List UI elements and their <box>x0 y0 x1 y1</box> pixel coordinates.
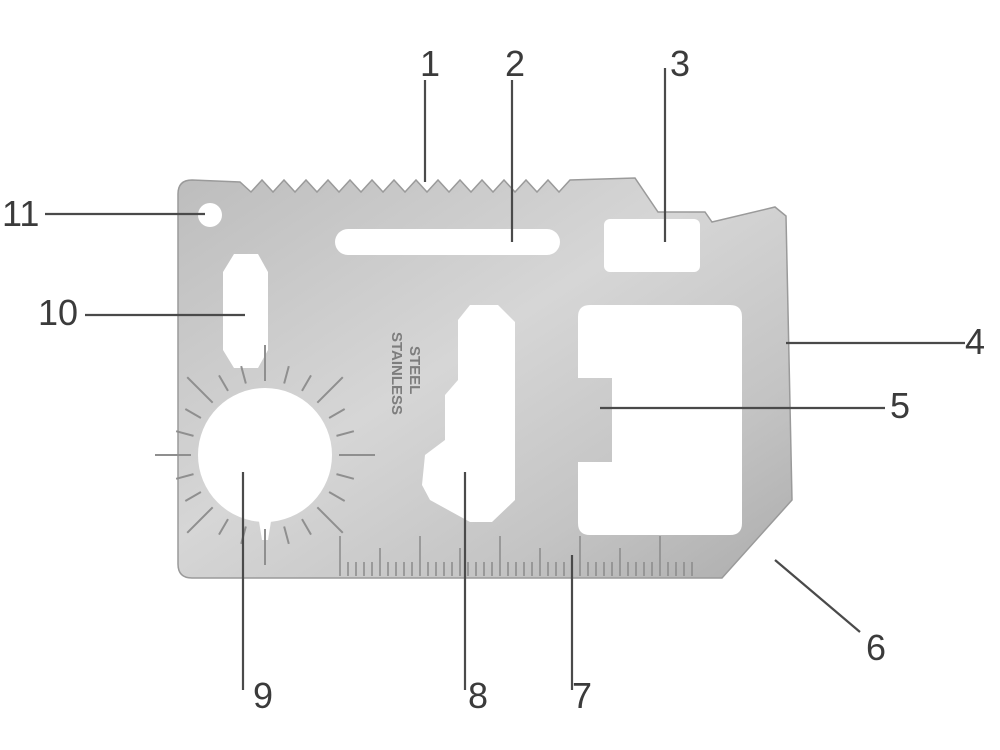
sunburst-tick <box>184 491 202 502</box>
sunburst-tick <box>301 374 312 392</box>
sunburst-tick <box>186 506 214 534</box>
sunburst-tick <box>328 408 346 419</box>
sunburst-tick <box>301 518 312 536</box>
ruler-marks <box>339 536 693 576</box>
sunburst-tick <box>184 408 202 419</box>
sunburst-tick <box>175 430 194 437</box>
stamp-line-1: STAINLESS <box>388 332 405 415</box>
callout-7: 7 <box>572 675 592 716</box>
stamp-line-2: STEEL <box>406 346 423 394</box>
sunburst-tick <box>336 430 355 437</box>
sunburst-tick <box>218 518 229 536</box>
callout-numbers: 1 2 3 4 5 6 7 8 9 10 11 <box>2 43 985 716</box>
callout-6: 6 <box>866 627 886 668</box>
sunburst-tick <box>283 365 290 384</box>
callout-2: 2 <box>505 43 525 84</box>
callout-10: 10 <box>38 292 78 333</box>
card-body <box>177 177 793 579</box>
sunburst-marks <box>155 345 375 565</box>
callout-5: 5 <box>890 385 910 426</box>
sunburst-tick <box>316 506 344 534</box>
callout-3: 3 <box>670 43 690 84</box>
leader-lines <box>45 68 965 690</box>
stainless-steel-stamp: STAINLESS STEEL <box>388 332 423 415</box>
sunburst-tick <box>240 365 247 384</box>
sunburst-tick <box>316 376 344 404</box>
callout-9: 9 <box>253 675 273 716</box>
sunburst-tick <box>175 473 194 480</box>
callout-4: 4 <box>965 321 985 362</box>
sunburst-tick <box>336 473 355 480</box>
sunburst-tick <box>328 491 346 502</box>
callout-11: 11 <box>2 193 39 234</box>
sunburst-tick <box>218 374 229 392</box>
callout-1: 1 <box>420 43 440 84</box>
sunburst-tick <box>283 526 290 545</box>
callout-8: 8 <box>468 675 488 716</box>
sunburst-tick <box>186 376 214 404</box>
